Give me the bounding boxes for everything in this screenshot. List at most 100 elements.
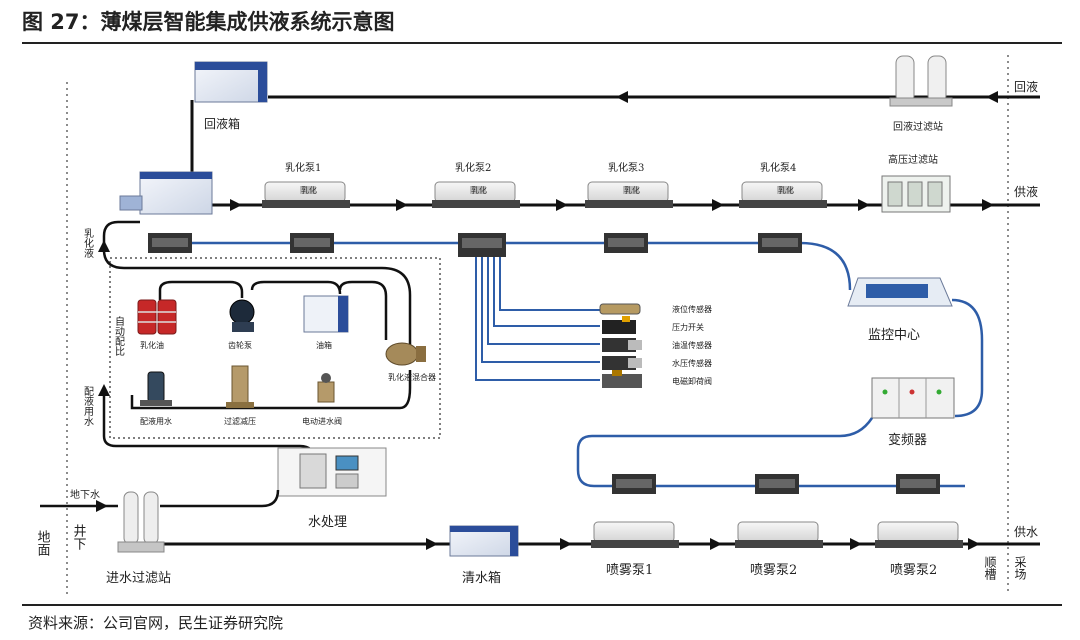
underground-water-arrow [96, 500, 108, 512]
emulsion-outlet-line [102, 220, 140, 244]
well-down-label: 井下 [71, 524, 87, 550]
auto-mix-boundary [109, 257, 441, 439]
mix-water-vertical-label: 配液用水 [82, 386, 94, 426]
spray-pump-1-icon [591, 521, 679, 548]
solenoid-valve-icon [317, 373, 335, 403]
spray-controller-3-icon [896, 474, 940, 494]
hp-filter-icon [881, 175, 951, 213]
vfd-label: 变频器 [888, 432, 927, 448]
spray-pump-2-label: 喷雾泵2 [750, 563, 797, 578]
spray-pump-3-label: 喷雾泵2 [890, 563, 937, 578]
filter-reducer-label: 过滤减压 [224, 416, 256, 426]
auto-mix-vertical-label: 自动配比 [113, 315, 125, 356]
emulsion-pump-4-label: 乳化泵4 [760, 161, 796, 174]
inlet-filter-icon [117, 491, 165, 553]
spray-arrow [426, 538, 438, 550]
oil-loop-line-2 [250, 280, 342, 295]
spray-controller-2-icon [755, 474, 799, 494]
spray-controller-1-icon [612, 474, 656, 494]
sensor-unload-label: 电磁卸荷阀 [672, 376, 712, 386]
water-loop-line [130, 370, 412, 410]
emulsion-pump-1-icon [262, 181, 350, 208]
sensor-temp-label: 油温传感器 [672, 340, 712, 350]
emulsion-pump-4-icon [739, 181, 827, 208]
control-line-spray [576, 417, 965, 488]
emulsion-oil-drums-icon [137, 299, 177, 335]
spray-arrow [850, 538, 862, 550]
spray-pump-3-icon [875, 521, 963, 548]
emulsion-pump-3-label: 乳化泵3 [608, 161, 644, 174]
spray-pump-2-icon [735, 521, 823, 548]
mix-water-pump-icon [140, 371, 172, 406]
sensor-lines [475, 257, 600, 381]
mix-water-pump-label: 配液用水 [140, 416, 172, 426]
gear-pump-icon [229, 299, 255, 332]
emulsion-pump-2-tag: 乳化 [471, 185, 487, 195]
control-line-vfd [951, 298, 984, 418]
controller-1-icon [148, 233, 192, 253]
supply-arrow [712, 199, 724, 211]
return-tank-icon [194, 61, 268, 103]
supply-arrow [230, 199, 242, 211]
underground-water-label: 地下水 [70, 488, 100, 501]
sensor-temp-icon [602, 338, 642, 352]
clean-water-tank-label: 清水箱 [462, 570, 501, 586]
hp-filter-label: 高压过滤站 [888, 153, 938, 166]
emulsion-outlet-arrow [98, 240, 110, 252]
supply-water-label: 供水 [1014, 525, 1038, 539]
solenoid-valve-label: 电动进水阀 [302, 416, 342, 426]
emulsion-pump-3-tag: 乳化 [624, 185, 640, 195]
return-arrow [986, 91, 998, 103]
bottom-rule [22, 604, 1062, 606]
trough-label: 顺槽 [983, 556, 997, 581]
spray-arrow [710, 538, 722, 550]
mixer-label: 乳化液混合器 [388, 372, 436, 382]
source-note: 资料来源：公司官网，民生证券研究院 [28, 614, 284, 632]
supply-arrow [858, 199, 870, 211]
mix-water-arrow [98, 384, 110, 396]
controller-2-icon [290, 233, 334, 253]
return-filter-icon [889, 55, 953, 107]
sensor-pressure-switch-label: 压力开关 [672, 322, 704, 332]
mixer-icon [385, 342, 426, 366]
sensor-unload-icon [602, 370, 642, 388]
water-treatment-label: 水处理 [308, 515, 347, 530]
emulsion-tank-icon [119, 171, 213, 215]
oil-tank-icon [303, 295, 349, 333]
monitor-center-icon [847, 277, 953, 307]
clean-water-tank-icon [449, 525, 519, 557]
emulsion-pump-2-label: 乳化泵2 [455, 161, 491, 174]
filter-reducer-icon [226, 365, 254, 408]
return-arrow [616, 91, 628, 103]
face-label: 采场 [1013, 556, 1027, 580]
emulsion-vertical-label: 乳化液 [82, 227, 94, 259]
ground-label: 地面 [35, 530, 51, 556]
figure-title: 图 27：薄煤层智能集成供液系统示意图 [22, 10, 395, 34]
oil-tank-to-mixer-line [338, 280, 388, 340]
oil-loop-line [158, 280, 244, 300]
emulsion-pump-1-label: 乳化泵1 [285, 161, 321, 174]
monitor-center-label: 监控中心 [868, 328, 920, 343]
emulsion-pump-3-icon [585, 181, 673, 208]
spray-arrow [560, 538, 572, 550]
spray-pump-1-label: 喷雾泵1 [606, 563, 653, 578]
sensor-water-pressure-icon [602, 356, 642, 370]
sensor-water-pressure-label: 水压传感器 [672, 358, 712, 368]
inlet-to-treatment-line [160, 489, 280, 508]
controller-3-icon [458, 233, 506, 257]
emulsion-oil-label: 乳化油 [140, 340, 164, 350]
mixer-to-tank-line [102, 249, 412, 352]
return-filter-label: 回液过滤站 [893, 120, 943, 133]
return-liquid-label: 回液 [1014, 79, 1038, 94]
sensor-level-label: 液位传感器 [672, 304, 712, 314]
gear-pump-label: 齿轮泵 [228, 340, 252, 350]
supply-liquid-label: 供液 [1014, 184, 1038, 199]
spray-arrow [968, 538, 980, 550]
water-treatment-icon [277, 447, 387, 497]
inlet-filter-label: 进水过滤站 [106, 571, 171, 586]
controller-4-icon [604, 233, 648, 253]
emulsion-pump-1-tag: 乳化 [301, 185, 317, 195]
supply-arrow [982, 199, 994, 211]
oil-tank-label: 油箱 [316, 340, 332, 350]
